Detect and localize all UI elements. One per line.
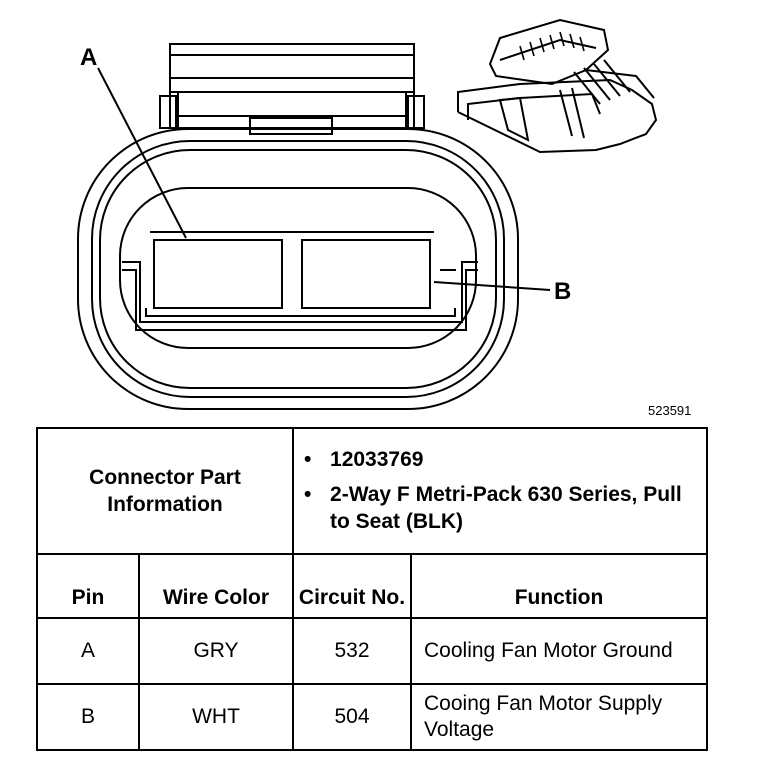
part-info-list: 12033769 2-Way F Metri-Pack 630 Series, …	[294, 442, 706, 541]
part-info-title-cell: Connector Part Information	[35, 427, 295, 555]
part-info-row: Connector Part Information 12033769 2-Wa…	[35, 427, 709, 555]
row-a-circuit: 532	[292, 617, 413, 685]
table-row: A GRY 532 Cooling Fan Motor Ground	[36, 617, 709, 685]
header-circuit-no: Circuit No.	[292, 553, 413, 619]
row-a-function: Cooling Fan Motor Ground	[410, 617, 709, 685]
header-pin: Pin	[36, 553, 140, 619]
part-description: 2-Way F Metri-Pack 630 Series, Pull to S…	[304, 481, 706, 535]
figure-id: 523591	[648, 403, 692, 418]
row-b-pin: B	[36, 683, 140, 751]
header-function: Function	[410, 553, 709, 619]
part-info-title: Connector Part Information	[89, 466, 241, 516]
connector-diagram: A B 523591	[77, 18, 692, 418]
connector-face-drawing	[77, 18, 658, 410]
row-a-wire-color: GRY	[137, 617, 295, 685]
table-row: B WHT 504 Cooing Fan Motor Supply Voltag…	[36, 683, 709, 751]
pin-a-label: A	[80, 44, 98, 71]
pin-b-label: B	[554, 278, 572, 305]
part-info-cell: 12033769 2-Way F Metri-Pack 630 Series, …	[292, 427, 709, 555]
header-row: Pin Wire Color Circuit No. Function	[36, 553, 709, 619]
connector-info-table: Connector Part Information 12033769 2-Wa…	[35, 427, 709, 751]
row-a-pin: A	[36, 617, 140, 685]
part-number: 12033769	[304, 446, 706, 473]
row-b-function: Cooing Fan Motor Supply Voltage	[410, 683, 709, 751]
row-b-wire-color: WHT	[137, 683, 295, 751]
row-b-circuit: 504	[292, 683, 413, 751]
header-wire-color: Wire Color	[137, 553, 295, 619]
